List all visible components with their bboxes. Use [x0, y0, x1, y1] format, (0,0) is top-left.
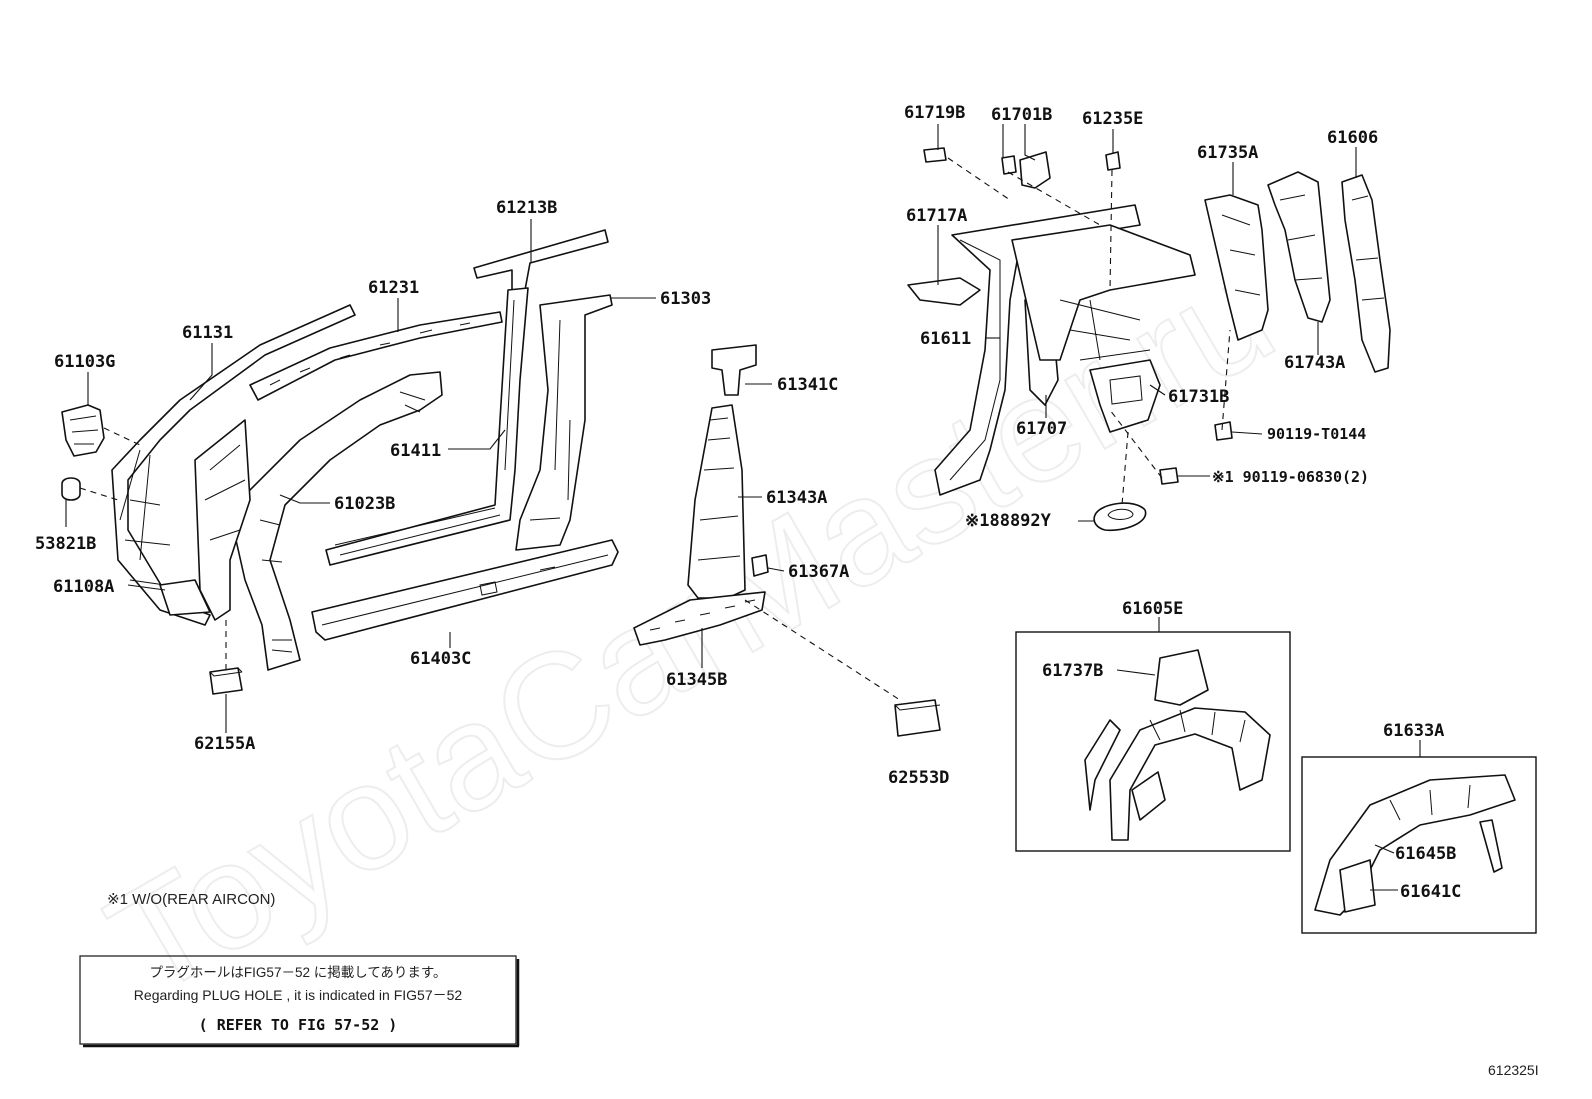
- part-53821B-shape[interactable]: [61, 477, 81, 501]
- part-61303-shape[interactable]: [515, 294, 613, 551]
- label-61403C[interactable]: 61403C: [410, 649, 471, 669]
- part-61411-shape[interactable]: [325, 287, 529, 566]
- label-61108A[interactable]: 61108A: [53, 577, 114, 597]
- part-labels: 61103G 61131 61231 61213B 61303 61411 61…: [35, 103, 1461, 902]
- label-188892Y[interactable]: ※188892Y: [965, 511, 1052, 531]
- part-61606-shape[interactable]: [1341, 174, 1391, 373]
- label-61303[interactable]: 61303: [660, 289, 711, 309]
- label-61743A[interactable]: 61743A: [1284, 353, 1345, 373]
- part-61231-shape[interactable]: [249, 311, 503, 401]
- label-61737B[interactable]: 61737B: [1042, 661, 1103, 681]
- part-61645B-shape[interactable]: [1479, 819, 1503, 873]
- label-62553D[interactable]: 62553D: [888, 768, 949, 788]
- inset-61605E: [1015, 631, 1291, 852]
- part-61345B-shape[interactable]: [633, 591, 766, 646]
- inset-frame-61605E: [1015, 631, 1291, 852]
- label-61231[interactable]: 61231: [368, 278, 419, 298]
- label-61341C[interactable]: 61341C: [777, 375, 838, 395]
- part-61701B-bracket-shape[interactable]: [1019, 151, 1051, 189]
- part-61735A-shape[interactable]: [1204, 194, 1269, 341]
- label-61645B[interactable]: 61645B: [1395, 844, 1456, 864]
- part-61108A-shape[interactable]: [159, 579, 211, 616]
- label-53821B[interactable]: 53821B: [35, 534, 96, 554]
- part-61235E-shape[interactable]: [1105, 151, 1121, 171]
- front-pillar-group: [61, 229, 619, 695]
- part-61605E-shape[interactable]: [1109, 707, 1271, 841]
- part-61367A-shape[interactable]: [751, 554, 769, 577]
- label-61606[interactable]: 61606: [1327, 128, 1378, 148]
- label-61735A[interactable]: 61735A: [1197, 143, 1258, 163]
- label-61411[interactable]: 61411: [390, 441, 441, 461]
- part-90119-T0144-shape[interactable]: [1214, 421, 1233, 441]
- part-61131-shape[interactable]: [111, 304, 356, 626]
- label-61707[interactable]: 61707: [1016, 419, 1067, 439]
- part-188892Y-shape[interactable]: [1093, 502, 1147, 532]
- inset-61633A: [1301, 756, 1537, 934]
- inset-arch-front-shape: [1084, 719, 1121, 811]
- part-61737B-shape[interactable]: [1154, 649, 1209, 706]
- label-61345B[interactable]: 61345B: [666, 670, 727, 690]
- label-61633A[interactable]: 61633A: [1383, 721, 1444, 741]
- label-61343A[interactable]: 61343A: [766, 488, 827, 508]
- notice-box: [79, 955, 517, 1045]
- center-pillar-group: [633, 344, 941, 737]
- label-61605E[interactable]: 61605E: [1122, 599, 1183, 619]
- footnote-rear-aircon: ※1 W/O(REAR AIRCON): [107, 891, 275, 908]
- part-61719B-shape[interactable]: [923, 147, 947, 163]
- inset-arch-inner-shape: [1131, 771, 1166, 821]
- label-62155A[interactable]: 62155A: [194, 734, 255, 754]
- inner-quarter-shape: [1011, 224, 1196, 361]
- label-61235E[interactable]: 61235E: [1082, 109, 1143, 129]
- label-90119-T0144[interactable]: 90119-T0144: [1267, 425, 1366, 443]
- notice-japanese: プラグホールはFIG57－52 に掲載してあります。: [149, 965, 446, 980]
- part-61103G-shape[interactable]: [61, 404, 105, 457]
- inset-frame-61633A: [1301, 756, 1537, 934]
- figure-id: 612325I: [1488, 1062, 1539, 1078]
- label-61717A[interactable]: 61717A: [906, 206, 967, 226]
- part-61717A-shape[interactable]: [907, 277, 981, 306]
- label-61213B[interactable]: 61213B: [496, 198, 557, 218]
- part-61731B-shape[interactable]: [1089, 359, 1161, 433]
- dashed-guides: [79, 157, 1231, 701]
- notice-english: Regarding PLUG HOLE , it is indicated in…: [134, 987, 463, 1003]
- inner-pillar-shape: [194, 419, 251, 621]
- part-90119-06830-shape[interactable]: [1159, 467, 1179, 485]
- label-61731B[interactable]: 61731B: [1168, 387, 1229, 407]
- label-61103G[interactable]: 61103G: [54, 352, 115, 372]
- label-61367A[interactable]: 61367A: [788, 562, 849, 582]
- label-61641C[interactable]: 61641C: [1400, 882, 1461, 902]
- part-61341C-shape[interactable]: [711, 344, 757, 396]
- part-61023B-shape[interactable]: [235, 371, 443, 671]
- label-61023B[interactable]: 61023B: [334, 494, 395, 514]
- notice-reference[interactable]: ( REFER TO FIG 57-52 ): [199, 1016, 398, 1034]
- leader-lines: [65, 124, 1421, 891]
- rear-quarter-group: [907, 147, 1391, 532]
- part-61343A-shape[interactable]: [687, 404, 746, 599]
- label-61611[interactable]: 61611: [920, 329, 971, 349]
- part-62155A-shape[interactable]: [209, 667, 243, 695]
- label-61131[interactable]: 61131: [182, 323, 233, 343]
- label-61701B[interactable]: 61701B: [991, 105, 1052, 125]
- label-61719B[interactable]: 61719B: [904, 103, 965, 123]
- part-61701B-shape[interactable]: [1001, 155, 1017, 175]
- part-61743A-shape[interactable]: [1267, 171, 1331, 323]
- label-90119-06830[interactable]: ※1 90119-06830(2): [1212, 468, 1369, 486]
- part-61213B-shape[interactable]: [473, 229, 609, 293]
- part-61641C-shape[interactable]: [1339, 859, 1376, 913]
